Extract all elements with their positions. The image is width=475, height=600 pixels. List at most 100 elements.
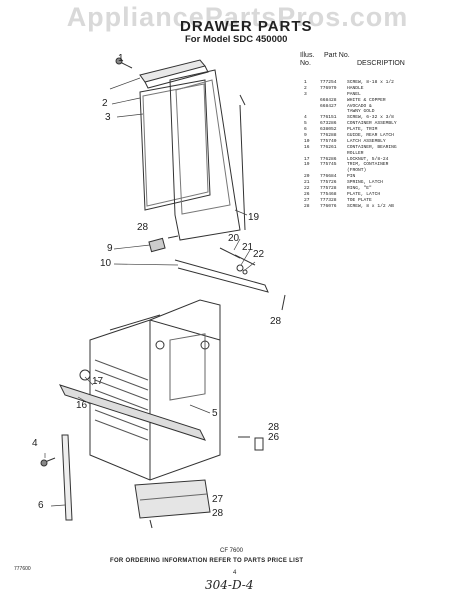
part-description: AVOCADO & bbox=[347, 103, 372, 109]
latch-plate bbox=[254, 437, 264, 451]
parts-row: ROLLER bbox=[300, 151, 472, 157]
callout-19: 19 bbox=[248, 212, 260, 223]
part-illus-no: 5 bbox=[304, 121, 307, 127]
part-description: SCREW, 8 x 1/2 AB bbox=[347, 203, 394, 209]
callout-1: 1 bbox=[118, 53, 124, 64]
part-illus-no: 20 bbox=[304, 174, 310, 180]
callout-28c: 28 bbox=[268, 422, 280, 433]
parts-row: 28 776076 SCREW, 8 x 1/2 AB bbox=[300, 204, 472, 210]
part-illus-no: 27 bbox=[304, 197, 310, 203]
part-number: 775726 bbox=[320, 180, 337, 186]
screw-part-1 bbox=[115, 57, 133, 69]
part-illus-no: 19 bbox=[304, 162, 310, 168]
callout-17: 17 bbox=[92, 376, 104, 387]
callout-4: 4 bbox=[32, 438, 38, 449]
screw-part-28a bbox=[167, 235, 179, 239]
part-description: TOE PLATE bbox=[347, 197, 372, 203]
part-illus-no: 6 bbox=[304, 127, 307, 133]
parts-row: 16 776261 CONTAINER, BEARING bbox=[300, 145, 472, 151]
callout-10: 10 bbox=[100, 258, 112, 269]
parts-row: (FRONT) bbox=[300, 168, 472, 174]
callout-28a: 28 bbox=[137, 222, 149, 233]
part-description: CONTAINER ASSEMBLY bbox=[347, 121, 397, 127]
part-illus-no: 26 bbox=[304, 191, 310, 197]
part-description: SCREW, 6-32 x 3/8 bbox=[347, 115, 394, 121]
handwritten-note: 304-D-4 bbox=[205, 578, 254, 592]
callout-16: 16 bbox=[76, 400, 88, 411]
part-number: 775740 bbox=[320, 138, 337, 144]
container-assembly bbox=[89, 299, 221, 481]
part-description: WHITE & COPPER bbox=[347, 97, 386, 103]
part-description: HANDLE bbox=[347, 85, 364, 91]
screw-part-4 bbox=[40, 457, 56, 467]
callout-22: 22 bbox=[253, 249, 265, 260]
callout-3: 3 bbox=[105, 112, 111, 123]
part-illus-no: 28 bbox=[304, 203, 310, 209]
part-number: 776261 bbox=[320, 144, 337, 150]
toe-plate bbox=[134, 479, 211, 519]
header-part-no: Part No. bbox=[324, 52, 350, 59]
rear-latch-guide bbox=[148, 237, 166, 253]
part-number: 777328 bbox=[320, 197, 337, 203]
screw-part-28b bbox=[281, 294, 286, 311]
part-description: PLATE, LATCH bbox=[347, 191, 381, 197]
part-number: 776979 bbox=[320, 85, 337, 91]
part-description: PANEL bbox=[347, 91, 361, 97]
callout-27: 27 bbox=[212, 494, 224, 505]
part-description: RING, "E" bbox=[347, 186, 372, 192]
part-description: SPRING, LATCH bbox=[347, 180, 383, 186]
parts-row: 5 673286 CONTAINER ASSEMBLY bbox=[300, 121, 472, 127]
parts-row: TAWNY GOLD bbox=[300, 109, 472, 115]
part-number: 673286 bbox=[320, 121, 337, 127]
part-number: 777254 bbox=[320, 80, 337, 85]
part-description: TAWNY GOLD bbox=[347, 109, 375, 115]
part-number: 775745 bbox=[320, 162, 337, 168]
page-number: 4 bbox=[233, 570, 237, 576]
part-illus-no: 16 bbox=[304, 144, 310, 150]
container-trim-frame bbox=[169, 69, 246, 241]
part-illus-no: 1 bbox=[304, 80, 307, 85]
callout-26: 26 bbox=[268, 432, 280, 443]
part-number: 776076 bbox=[320, 203, 337, 209]
part-illus-no: 4 bbox=[304, 115, 307, 121]
part-description: CONTAINER, BEARING bbox=[347, 144, 397, 150]
part-description: (FRONT) bbox=[347, 168, 367, 174]
parts-row: 26 775468 PLATE, LATCH bbox=[300, 192, 472, 198]
callout-2: 2 bbox=[102, 98, 108, 109]
latch-rod bbox=[174, 254, 269, 293]
part-description: LATCH ASSEMBLY bbox=[347, 138, 386, 144]
part-description: LOCKNUT, 5/8-24 bbox=[347, 156, 389, 162]
footer-note: FOR ORDERING INFORMATION REFER TO PARTS … bbox=[110, 558, 304, 564]
part-description: PLATE, TRIM bbox=[347, 127, 378, 133]
part-number: 668427 bbox=[320, 103, 337, 109]
part-number: 775728 bbox=[320, 186, 337, 192]
screw-part-28d bbox=[149, 519, 153, 529]
parts-row: 668427 AVOCADO & bbox=[300, 104, 472, 110]
locknut-part bbox=[79, 369, 91, 381]
watermark-text: AppliancePartsPros.com bbox=[66, 2, 409, 32]
callout-28d: 28 bbox=[212, 508, 224, 519]
part-illus-no: 21 bbox=[304, 180, 310, 186]
callout-20: 20 bbox=[228, 233, 240, 244]
part-number: 775468 bbox=[320, 191, 337, 197]
cf-code: CF 7600 bbox=[220, 548, 244, 554]
part-description: ROLLER bbox=[347, 150, 364, 156]
part-illus-no: 17 bbox=[304, 156, 310, 162]
callout-9: 9 bbox=[107, 243, 113, 254]
bearing-roller-container bbox=[59, 384, 206, 441]
callout-5: 5 bbox=[212, 408, 218, 419]
